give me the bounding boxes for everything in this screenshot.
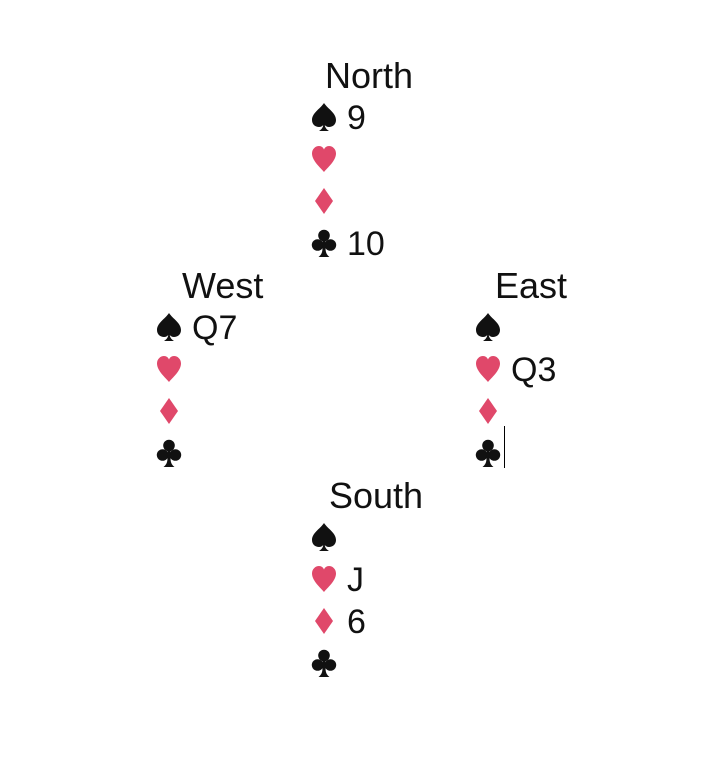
spade-icon [156, 312, 182, 342]
heart-icon [311, 564, 337, 594]
diamond-icon [311, 186, 337, 216]
heart-icon [156, 354, 182, 384]
club-icon [475, 438, 501, 468]
cards-hearts: J [347, 561, 364, 599]
cards-clubs: 10 [347, 225, 385, 263]
hand-name-south: South [329, 475, 424, 516]
hand-name-east: East [495, 265, 568, 306]
cards-spades: Q7 [192, 309, 238, 347]
club-icon [311, 228, 337, 258]
text-cursor [504, 426, 505, 468]
hand-name-west: West [182, 265, 264, 306]
hand-name-north: North [325, 55, 414, 96]
diamond-icon [311, 606, 337, 636]
club-icon [156, 438, 182, 468]
cards-spades: 9 [347, 99, 366, 137]
cards-diamonds: 6 [347, 603, 366, 641]
cards-hearts: Q3 [511, 351, 557, 389]
spade-icon [475, 312, 501, 342]
heart-icon [311, 144, 337, 174]
spade-icon [311, 102, 337, 132]
diamond-icon [156, 396, 182, 426]
heart-icon [475, 354, 501, 384]
diamond-icon [475, 396, 501, 426]
club-icon [311, 648, 337, 678]
spade-icon [311, 522, 337, 552]
